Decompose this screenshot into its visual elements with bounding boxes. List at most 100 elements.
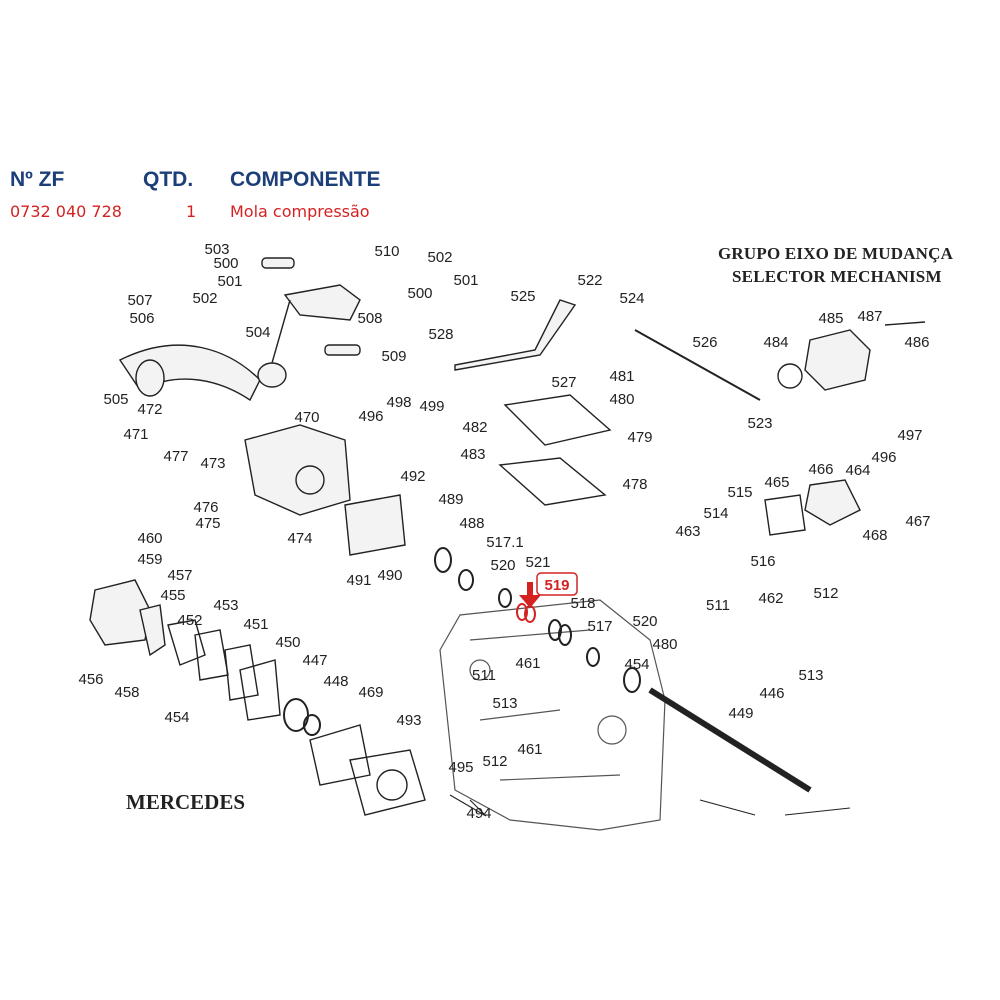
shift-lever-assembly: [118, 257, 361, 402]
part-label-479: 479: [627, 429, 652, 446]
part-label-473: 473: [200, 455, 225, 472]
part-label-480: 480: [609, 391, 634, 408]
highlight-arrow-icon: [519, 582, 541, 608]
selector-housing-485: [777, 321, 926, 391]
part-number-value: 0732 040 728: [10, 202, 122, 221]
part-label-491: 491: [346, 572, 371, 589]
part-label-462: 462: [758, 590, 783, 607]
part-label-518: 518: [570, 595, 595, 612]
diagram-title-pt: GRUPO EIXO DE MUDANÇA: [718, 244, 954, 263]
part-label-520: 520: [632, 613, 657, 630]
part-label-480: 480: [652, 636, 677, 653]
part-label-481: 481: [609, 368, 634, 385]
part-label-469: 469: [358, 684, 383, 701]
part-label-447: 447: [302, 652, 327, 669]
part-label-465: 465: [764, 474, 789, 491]
part-label-451: 451: [243, 616, 268, 633]
part-label-502: 502: [427, 249, 452, 266]
diagram-title-en: SELECTOR MECHANISM: [732, 267, 942, 286]
part-label-448: 448: [323, 673, 348, 690]
part-label-515: 515: [727, 484, 752, 501]
part-label-466: 466: [808, 461, 833, 478]
part-label-478: 478: [622, 476, 647, 493]
part-label-453: 453: [213, 597, 238, 614]
part-label-499: 499: [419, 398, 444, 415]
part-label-501: 501: [453, 272, 478, 289]
part-label-512: 512: [482, 753, 507, 770]
shaft-526: [634, 329, 761, 401]
shift-housing-470: [244, 424, 406, 556]
part-label-494: 494: [466, 805, 491, 822]
part-label-521: 521: [525, 554, 550, 571]
part-label-458: 458: [114, 684, 139, 701]
header-quantity-col: QTD.: [143, 168, 194, 191]
part-label-485: 485: [818, 310, 843, 327]
part-label-475: 475: [195, 515, 220, 532]
part-label-493: 493: [396, 712, 421, 729]
part-label-489: 489: [438, 491, 463, 508]
part-label-477: 477: [163, 448, 188, 465]
part-label-449: 449: [728, 705, 753, 722]
part-label-511: 511: [472, 667, 496, 684]
part-label-506: 506: [129, 310, 154, 327]
part-label-456: 456: [78, 671, 103, 688]
part-label-522: 522: [577, 272, 602, 289]
brand-label: MERCEDES: [126, 790, 246, 814]
component-value: Mola compressão: [230, 202, 370, 221]
bracket-527: [454, 299, 577, 371]
part-label-513: 513: [492, 695, 517, 712]
part-label-511: 511: [706, 597, 730, 614]
part-label-476: 476: [193, 499, 218, 516]
part-label-504: 504: [245, 324, 270, 341]
part-label-492: 492: [400, 468, 425, 485]
cover-466: [764, 479, 861, 536]
part-label-500: 500: [213, 255, 238, 272]
part-label-509: 509: [381, 348, 406, 365]
part-label-457: 457: [167, 567, 192, 584]
quantity-value: 1: [186, 202, 197, 221]
part-label-495: 495: [448, 759, 473, 776]
part-label-454: 454: [164, 709, 189, 726]
part-label-498: 498: [386, 394, 411, 411]
part-label-507: 507: [127, 292, 152, 309]
part-label-487: 487: [857, 308, 882, 325]
part-label-497: 497: [897, 427, 922, 444]
part-label-524: 524: [619, 290, 644, 307]
part-label-508: 508: [357, 310, 382, 327]
part-label-490: 490: [377, 567, 402, 584]
cover-plates-479-478: [498, 394, 612, 506]
highlighted-part-label: 519: [544, 577, 569, 594]
highlight-callout-519: 519: [519, 572, 578, 608]
part-label-528: 528: [428, 326, 453, 343]
part-label-496: 496: [871, 449, 896, 466]
part-label-526: 526: [692, 334, 717, 351]
part-label-471: 471: [123, 426, 148, 443]
leader-lines: [449, 794, 851, 817]
part-label-502: 502: [192, 290, 217, 307]
part-label-514: 514: [703, 505, 728, 522]
gearbox-housing: [439, 599, 666, 831]
part-label-455: 455: [160, 587, 185, 604]
part-label-520: 520: [490, 557, 515, 574]
part-label-454: 454: [624, 656, 649, 673]
part-label-450: 450: [275, 634, 300, 651]
part-label-460: 460: [137, 530, 162, 547]
part-label-486: 486: [904, 334, 929, 351]
cover-plates-453-450: [167, 619, 426, 816]
part-label-482: 482: [462, 419, 487, 436]
part-label-463: 463: [675, 523, 700, 540]
part-label-446: 446: [759, 685, 784, 702]
part-label-516: 516: [750, 553, 775, 570]
part-label-503: 503: [204, 241, 229, 258]
part-label-474: 474: [287, 530, 312, 547]
part-label-461: 461: [515, 655, 540, 672]
part-label-510: 510: [374, 243, 399, 260]
part-label-517-1: 517.1: [486, 534, 524, 551]
part-label-501: 501: [217, 273, 242, 290]
part-label-513: 513: [798, 667, 823, 684]
part-label-525: 525: [510, 288, 535, 305]
shaft-446: [648, 687, 812, 793]
part-label-484: 484: [763, 334, 788, 351]
